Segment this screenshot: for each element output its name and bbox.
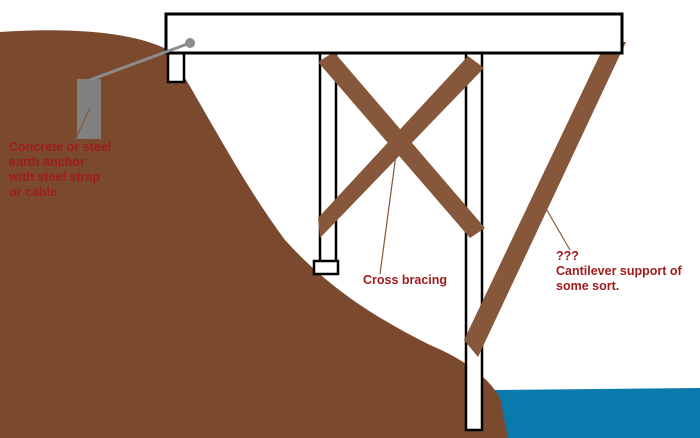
label-earth-anchor-line-2: earth anchor — [9, 155, 85, 169]
water — [495, 388, 700, 438]
label-earth-anchor-line-1: Concrete or steel — [9, 140, 112, 154]
hillside-post — [166, 51, 186, 84]
cross-brace-b — [318, 56, 484, 238]
deck-beam — [164, 12, 624, 55]
leader-anchor — [74, 107, 91, 141]
label-cantilever-support: ??? Cantilever support of some sort. — [556, 249, 682, 294]
post-right — [464, 51, 484, 432]
leader-cantilever — [536, 192, 571, 251]
leader-cross-bracing — [379, 146, 398, 275]
label-cantilever-line-3: some sort. — [556, 279, 620, 293]
label-cross-bracing: Cross bracing — [363, 273, 448, 287]
anchor-cable — [89, 41, 191, 82]
cable-fastener — [185, 38, 195, 48]
label-cantilever-question: ??? — [556, 249, 579, 263]
label-earth-anchor-line-4: or cable — [9, 185, 57, 199]
label-earth-anchor-line-3: with steel strap — [9, 170, 100, 184]
label-cantilever-line-2: Cantilever support of — [556, 264, 682, 278]
post-footing — [312, 259, 340, 276]
label-earth-anchor: Concrete or steel earth anchor with stee… — [9, 140, 111, 200]
cantilever-brace — [464, 42, 626, 357]
hillside-earth — [0, 30, 508, 438]
